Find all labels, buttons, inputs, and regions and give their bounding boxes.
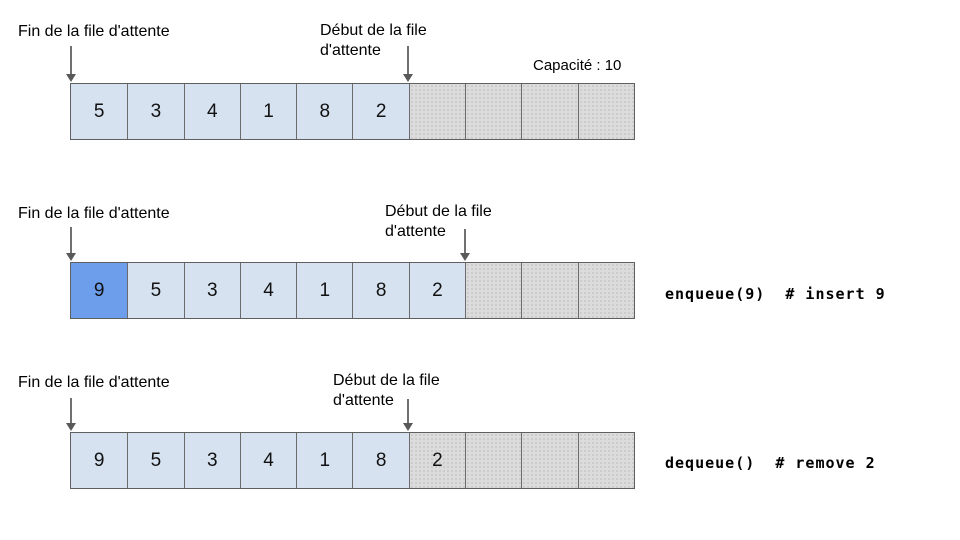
queue-cell xyxy=(465,84,522,139)
arrow-shaft xyxy=(464,229,466,253)
rear-pointer-label: Fin de la file d'attente xyxy=(18,205,170,222)
arrow-shaft xyxy=(70,46,72,74)
queue-cell: 8 xyxy=(296,84,353,139)
arrow-head-icon xyxy=(403,74,413,82)
queue-cell: 9 xyxy=(71,263,128,318)
arrow-shaft xyxy=(70,398,72,423)
queue-cell: 4 xyxy=(183,84,240,139)
arrow-shaft xyxy=(407,46,409,74)
queue-cell: 5 xyxy=(127,263,184,318)
arrow-head-icon xyxy=(460,253,470,261)
queue-cell: 3 xyxy=(183,433,240,488)
queue-cell: 3 xyxy=(183,263,240,318)
queue-cell: 2 xyxy=(408,433,466,488)
arrow-shaft xyxy=(70,227,72,253)
queue-cell: 4 xyxy=(239,433,297,488)
down-arrow xyxy=(65,46,77,82)
front-pointer-label-line1: Début de la file xyxy=(333,372,440,389)
front-pointer-label-line1: Début de la file xyxy=(385,203,492,220)
rear-pointer-label: Fin de la file d'attente xyxy=(18,374,170,391)
front-pointer-label-line1: Début de la file xyxy=(320,22,427,39)
queue-cell: 4 xyxy=(239,263,297,318)
queue-cell: 1 xyxy=(296,263,353,318)
down-arrow xyxy=(402,46,414,82)
queue-cell: 3 xyxy=(127,84,184,139)
queue-cell xyxy=(465,263,522,318)
queue-cell: 2 xyxy=(408,263,466,318)
down-arrow xyxy=(65,398,77,431)
queue-cell xyxy=(577,263,634,318)
front-pointer-label: Début de la file d'attente xyxy=(333,371,440,411)
queue-cell xyxy=(521,84,578,139)
arrow-head-icon xyxy=(66,74,76,82)
queue-cell xyxy=(521,263,578,318)
down-arrow xyxy=(459,229,471,261)
front-pointer-label-line2: d'attente xyxy=(385,223,446,240)
arrow-head-icon xyxy=(66,253,76,261)
rear-pointer-label: Fin de la file d'attente xyxy=(18,23,170,40)
code-annotation-enqueue: enqueue(9) # insert 9 xyxy=(665,285,886,303)
arrow-shaft xyxy=(407,399,409,423)
queue-cell: 5 xyxy=(71,84,128,139)
arrow-head-icon xyxy=(403,423,413,431)
queue-cell: 1 xyxy=(239,84,297,139)
code-annotation-dequeue: dequeue() # remove 2 xyxy=(665,454,876,472)
front-pointer-label: Début de la file d'attente xyxy=(385,202,492,242)
queue-cell xyxy=(577,84,634,139)
queue-cell xyxy=(465,433,522,488)
queue-cell xyxy=(577,433,634,488)
front-pointer-label-line2: d'attente xyxy=(333,392,394,409)
front-pointer-label-line2: d'attente xyxy=(320,42,381,59)
queue-cell: 2 xyxy=(352,84,409,139)
arrow-head-icon xyxy=(66,423,76,431)
queue-cell: 8 xyxy=(352,433,409,488)
queue-cell: 9 xyxy=(71,433,128,488)
capacity-label: Capacité : 10 xyxy=(533,57,622,74)
down-arrow xyxy=(402,399,414,431)
queue-cell xyxy=(408,84,466,139)
front-pointer-label: Début de la file d'attente xyxy=(320,21,427,61)
queue-cell: 5 xyxy=(127,433,184,488)
queue-cell: 1 xyxy=(296,433,353,488)
queue-cell xyxy=(521,433,578,488)
down-arrow xyxy=(65,227,77,261)
queue-cell: 8 xyxy=(352,263,409,318)
